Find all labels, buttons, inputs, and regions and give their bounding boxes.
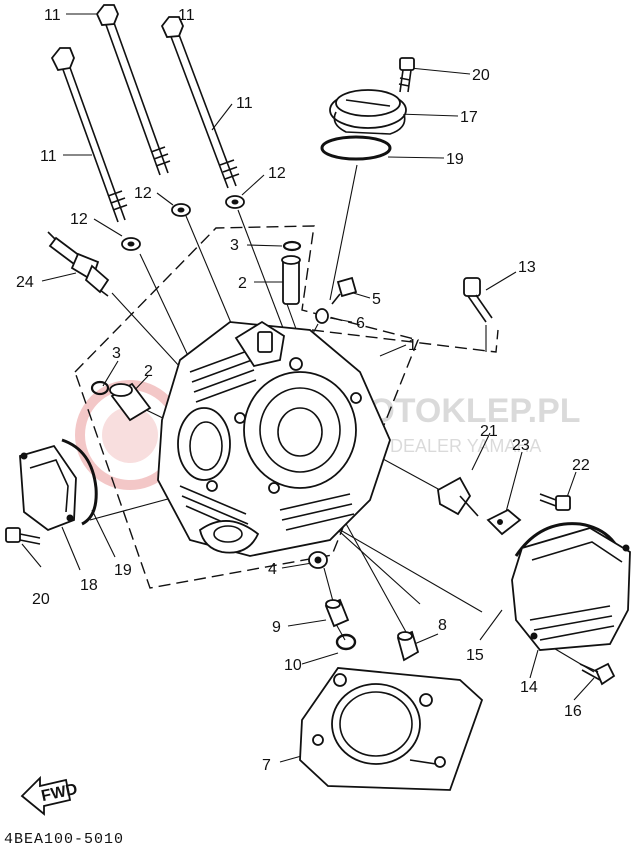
head-bolt-front-left (50, 47, 128, 223)
callout-label: 4 (268, 561, 277, 578)
spark-plug-24 (47, 231, 110, 297)
callout-label: 19 (114, 562, 132, 579)
o-ring-19-top (320, 135, 392, 161)
callout-label: 19 (446, 151, 464, 168)
watermark-tagline: DEALER YAMAHA (390, 436, 541, 456)
callout-label: 12 (70, 211, 88, 228)
side-cover-18 (19, 444, 77, 532)
callout-label: 2 (238, 275, 247, 292)
bolt-22 (539, 493, 571, 511)
diagram-code: 4BEA100-5010 (4, 831, 124, 848)
clip-3-left (90, 380, 110, 396)
washer-12-b-hole (231, 199, 239, 205)
tappet-cap-17 (329, 89, 407, 135)
callout-label: 12 (268, 165, 286, 182)
clip-3-top (282, 240, 302, 252)
washer-12-c-hole (127, 241, 135, 247)
callout-label: 11 (236, 95, 253, 112)
bolt-20-left (5, 527, 41, 545)
callout-label: 3 (230, 237, 239, 254)
callout-label: 9 (272, 619, 281, 636)
bracket-23 (486, 508, 522, 536)
callout-label: 17 (460, 109, 478, 126)
head-bolt-rear-left (95, 4, 171, 176)
callout-labels: 11 11 11 11 20 17 19 12 12 12 3 2 5 6 13… (16, 7, 590, 774)
callout-label: 11 (40, 148, 57, 165)
washer-12-a-hole (177, 207, 185, 213)
callout-label: 13 (518, 259, 536, 276)
callout-label: 1 (408, 337, 417, 354)
callout-label: 20 (472, 67, 490, 84)
callout-label: 5 (372, 291, 381, 308)
washer-6 (315, 308, 329, 324)
callout-label: 22 (572, 457, 590, 474)
head-bolt-rear-right (160, 16, 240, 189)
cylinder-head-1 (157, 320, 391, 557)
bolt-5 (331, 276, 358, 305)
bolt-13 (463, 277, 493, 323)
dowel-pin-8 (396, 630, 420, 662)
valve-guide-2-top (281, 255, 301, 305)
callout-label: 16 (564, 703, 582, 720)
callout-label: 24 (16, 274, 34, 291)
callout-label: 18 (80, 577, 98, 594)
callout-label: 3 (112, 345, 121, 362)
o-ring-10 (335, 633, 357, 651)
fwd-arrow-icon: FWD (20, 775, 79, 816)
callout-label: 23 (512, 437, 530, 454)
callout-label: 14 (520, 679, 538, 696)
callout-label: 10 (284, 657, 302, 674)
callout-label: 21 (480, 423, 498, 440)
plug-bolt-20-top (398, 57, 415, 93)
callout-label: 8 (438, 617, 447, 634)
callout-label: 11 (44, 7, 61, 24)
callout-label: 20 (32, 591, 50, 608)
cover-dashed-outline (311, 329, 499, 353)
callout-label: 6 (356, 315, 365, 332)
dowel-pin-9 (324, 598, 350, 628)
callout-label: 7 (262, 757, 271, 774)
head-gasket-7 (299, 667, 484, 791)
watermark-logo-inner (102, 407, 158, 463)
o-ring-19-left (61, 438, 98, 526)
bolt-16 (579, 662, 616, 686)
callout-label: 11 (178, 7, 195, 24)
callout-label: 2 (144, 363, 153, 380)
head-dashed-outline (74, 225, 419, 589)
callout-label: 12 (134, 185, 152, 202)
assembly-outline (74, 225, 499, 589)
cylinder-cover-14 (511, 527, 631, 651)
callout-label: 15 (466, 647, 484, 664)
valve-guide-2-left (109, 382, 152, 422)
bracket-21 (437, 476, 479, 517)
washer-4-center (314, 556, 322, 564)
